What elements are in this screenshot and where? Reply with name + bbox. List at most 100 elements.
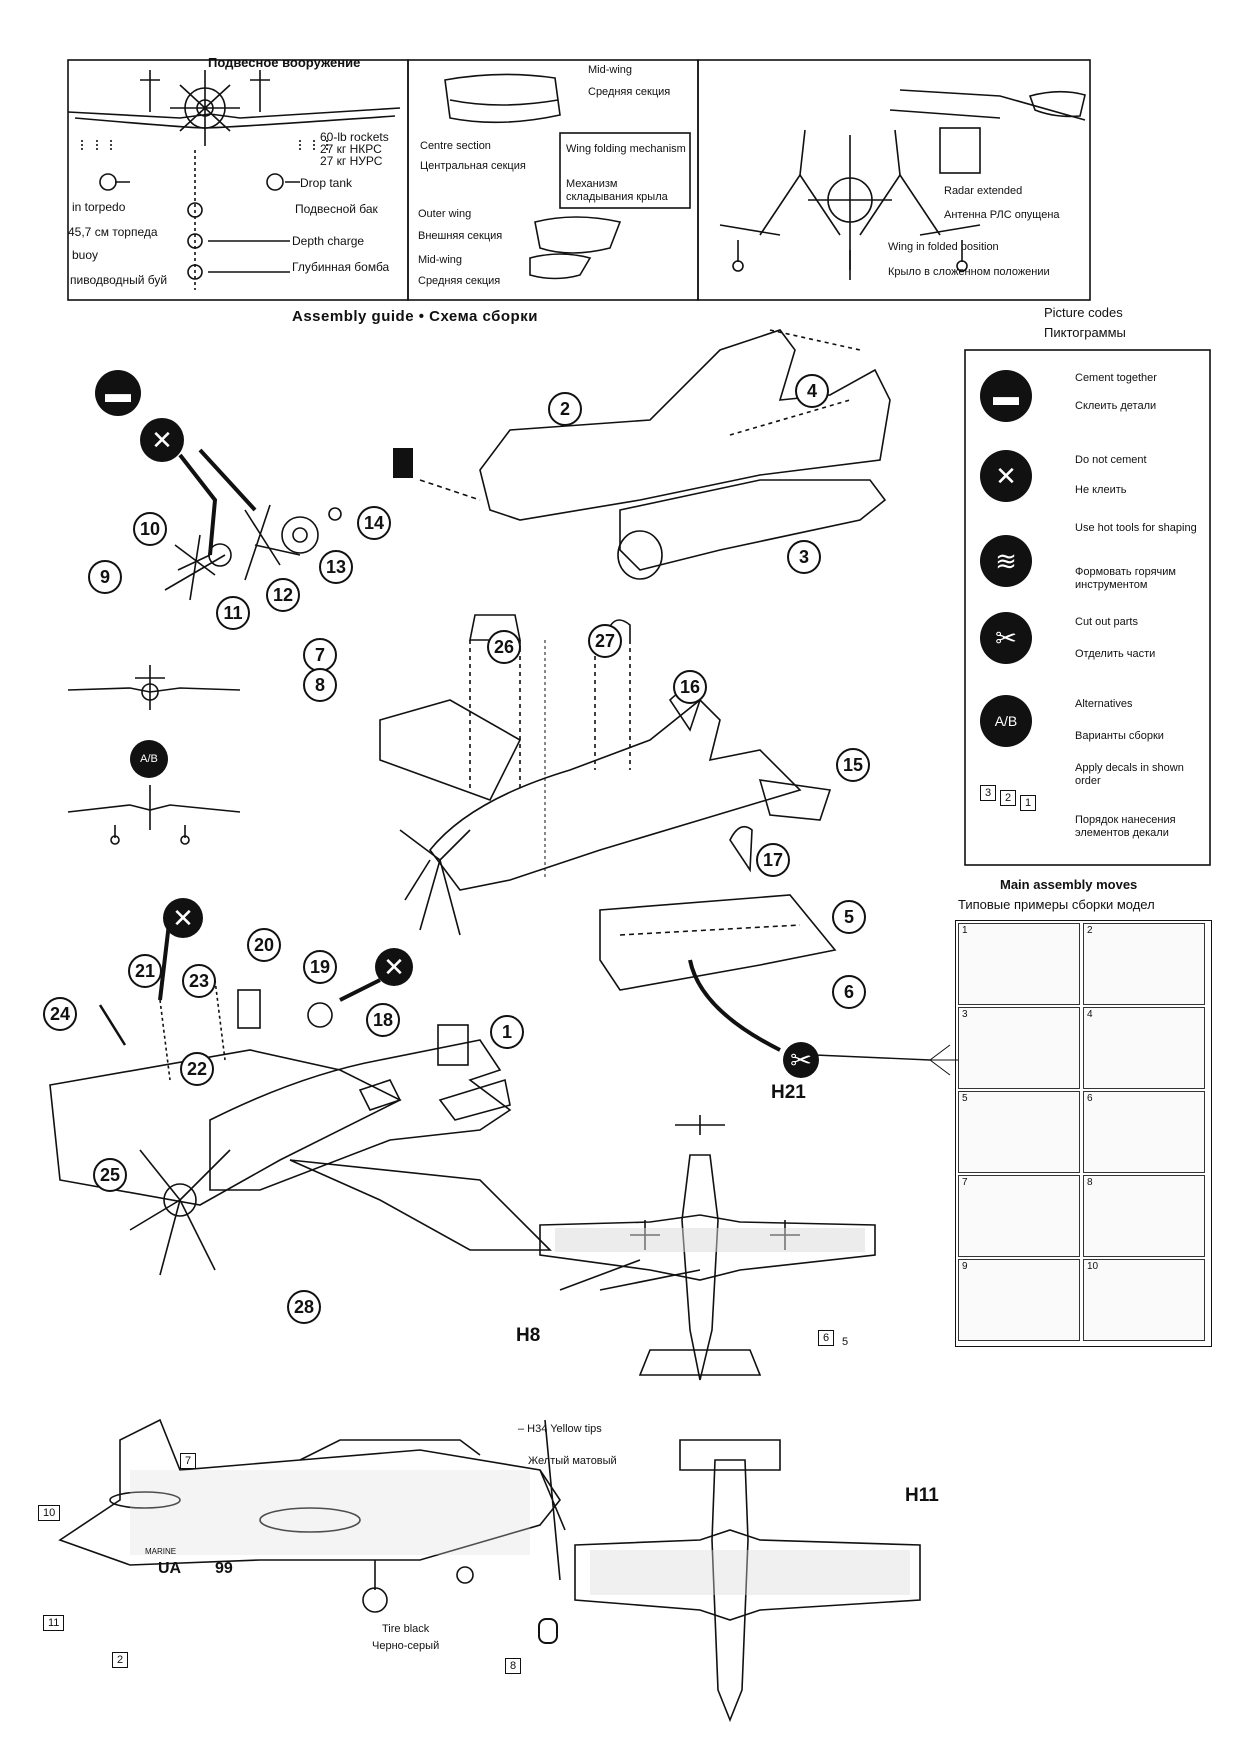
- decal-box-8: 8: [505, 1658, 522, 1674]
- cement-icon: ▬: [980, 370, 1032, 422]
- decal-h21-label: H21: [771, 1082, 806, 1103]
- no-cement-step-icon: ✕: [140, 418, 184, 462]
- picture-codes-title-ru: Пиктограммы: [1044, 325, 1126, 340]
- part-number-27: 27: [588, 624, 622, 658]
- main-moves-grid: 1 2 3 4 5 6 7 8 9 10: [955, 920, 1212, 1347]
- part-number-19: 19: [303, 950, 337, 984]
- decal-order-box-2: 2: [1000, 790, 1017, 806]
- decal-box-11: 11: [43, 1615, 65, 1631]
- code-cut-ru: Отделить части: [1075, 648, 1156, 660]
- part-number-25: 25: [93, 1158, 127, 1192]
- part-number-14: 14: [357, 506, 391, 540]
- tire-label-en: Tire black: [382, 1623, 430, 1635]
- code-hot-tool-ru: Формовать горячим инструментом: [1075, 566, 1176, 591]
- mid-wing-2-label-en: Mid-wing: [418, 254, 463, 266]
- code-cut-en: Cut out parts: [1075, 616, 1138, 628]
- code-decal-order-ru: Порядок нанесения элементов декали: [1075, 814, 1176, 839]
- part-number-24: 24: [43, 997, 77, 1031]
- buoy-label-ru: пиводводный буй: [70, 273, 168, 287]
- decal-order-box-3: 3: [980, 785, 997, 801]
- code-cement-en: Cement together: [1075, 372, 1157, 384]
- part-number-5: 5: [832, 900, 866, 934]
- part-number-6: 6: [832, 975, 866, 1009]
- part-number-18: 18: [366, 1003, 400, 1037]
- part-number-12: 12: [266, 578, 300, 612]
- part-number-23: 23: [182, 964, 216, 998]
- buoy-label-en: buoy: [72, 248, 99, 262]
- picture-codes-title-en: Picture codes: [1044, 305, 1123, 320]
- move-cell-1: 1: [958, 923, 1080, 1005]
- depth-charge-label-ru: Глубинная бомба: [292, 260, 390, 274]
- move-cell-4: 4: [1083, 1007, 1205, 1089]
- part-number-17: 17: [756, 843, 790, 877]
- code-no-cement-ru: Не клеить: [1075, 484, 1127, 496]
- move-cell-7: 7: [958, 1175, 1080, 1257]
- part-number-3: 3: [787, 540, 821, 574]
- decal-box-7: 7: [180, 1453, 197, 1469]
- code-alternatives-en: Alternatives: [1075, 698, 1133, 710]
- move-cell-3: 3: [958, 1007, 1080, 1089]
- alt-label-a: A: [140, 753, 148, 765]
- torpedo-label-ru: 45,7 см торпеда: [68, 225, 158, 239]
- decal-h11-label: H11: [905, 1485, 939, 1506]
- no-cement-icon: ✕: [980, 450, 1032, 502]
- outer-wing-label-ru: Внешняя секция: [418, 230, 503, 242]
- depth-charge-label-en: Depth charge: [292, 234, 365, 248]
- folded-wing-label-en: Wing in folded position: [888, 241, 999, 253]
- wing-folding-label-en: Wing folding mechanism: [566, 143, 686, 155]
- mid-wing-2-label-ru: Средняя секция: [418, 275, 501, 287]
- centre-section-label-ru: Центральная секция: [420, 160, 526, 172]
- part-number-20: 20: [247, 928, 281, 962]
- no-cement-step-icon-2: ✕: [163, 898, 203, 938]
- rockets-label-ru-1: 27 кг НКРС: [320, 142, 382, 156]
- part-number-16: 16: [673, 670, 707, 704]
- move-cell-9: 9: [958, 1259, 1080, 1341]
- tire-label-ru: Черно-серый: [372, 1640, 440, 1652]
- decal-order-box-1: 1: [1020, 795, 1037, 811]
- alternatives-step-icon: A/B: [130, 740, 168, 778]
- part-number-4: 4: [795, 374, 829, 408]
- decal-h34-label: – H34 Yellow tips: [518, 1423, 602, 1435]
- part-15-tag-icon: [393, 448, 413, 478]
- part-number-9: 9: [88, 560, 122, 594]
- move-cell-8: 8: [1083, 1175, 1205, 1257]
- part-number-28: 28: [287, 1290, 321, 1324]
- code-no-cement-en: Do not cement: [1075, 454, 1147, 466]
- decal-order-icon: 3 2 1: [980, 785, 1040, 825]
- light-icon: [538, 1618, 558, 1644]
- outer-wing-label-en: Outer wing: [418, 208, 472, 220]
- weapons-title: Подвесное вооружение: [208, 55, 361, 70]
- mid-wing-label-ru: Средняя секция: [588, 86, 671, 98]
- code-cement-ru: Склеить детали: [1075, 400, 1157, 412]
- marine-lettering: MARINE: [145, 1547, 177, 1556]
- decal-box-10: 10: [38, 1505, 61, 1521]
- folded-wing-label-ru: Крыло в сложенном положении: [888, 266, 1050, 278]
- move-cell-2: 2: [1083, 923, 1205, 1005]
- part-number-2: 2: [548, 392, 582, 426]
- main-moves-title-ru: Типовые примеры сборки модел: [958, 897, 1155, 912]
- aircraft-number: 99: [215, 1560, 233, 1577]
- part-number-1: 1: [490, 1015, 524, 1049]
- move-cell-5: 5: [958, 1091, 1080, 1173]
- part-number-26: 26: [487, 630, 521, 664]
- radar-label-ru: Антенна РЛС опущена: [944, 209, 1060, 221]
- decal-h8-label: H8: [516, 1325, 541, 1346]
- assembly-guide-title: Assembly guide • Схема сборки: [292, 308, 538, 325]
- code-decal-order-en: Apply decals in shown order: [1075, 762, 1184, 787]
- part-number-7: 7: [303, 638, 337, 672]
- drop-tank-label-ru: Подвесной бак: [295, 202, 378, 216]
- cement-step-icon: ▬: [95, 370, 141, 416]
- decal-box-6: 6: [818, 1330, 835, 1346]
- part-number-10: 10: [133, 512, 167, 546]
- decal-box-5: 5: [842, 1336, 849, 1348]
- move-cell-6: 6: [1083, 1091, 1205, 1173]
- hot-tool-icon: ≋: [980, 535, 1032, 587]
- radar-label-en: Radar extended: [944, 185, 1023, 197]
- rockets-label-en: 60-lb rockets: [320, 130, 389, 144]
- decal-box-2: 2: [112, 1652, 129, 1668]
- cut-step-icon: ✂: [783, 1042, 819, 1078]
- decal-h34-label-ru: Желтый матовый: [528, 1455, 617, 1467]
- alternatives-icon: A/B: [980, 695, 1032, 747]
- part-number-15: 15: [836, 748, 870, 782]
